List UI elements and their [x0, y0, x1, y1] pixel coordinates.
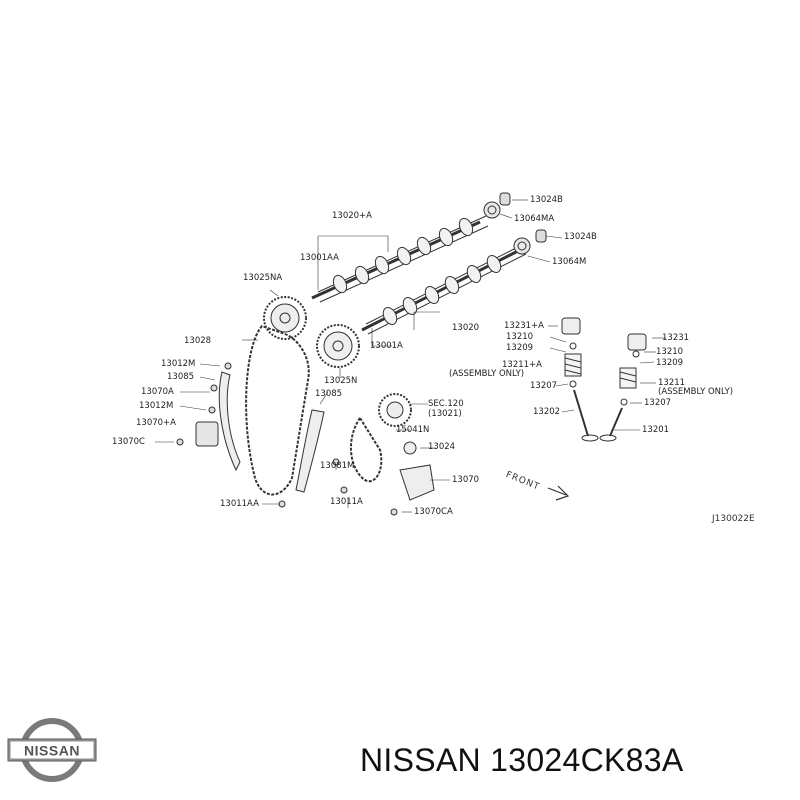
part-label-13012M: 13012M	[161, 359, 196, 369]
timing-chain-secondary	[349, 416, 383, 483]
cam-sprocket-lower	[316, 324, 360, 368]
part-label-13064MA: 13064MA	[514, 214, 555, 224]
secondary-sprocket	[378, 393, 412, 427]
part-label-13024B: 13024B	[530, 195, 563, 205]
part-label-13081M: 13081M	[320, 461, 355, 471]
part-label-13024: 13024	[428, 442, 456, 452]
part-label-13209: 13209	[506, 343, 534, 353]
nissan-logo: NISSAN	[7, 718, 97, 782]
part-label-13020A: 13020+A	[332, 211, 372, 221]
part-label-13210-second: 13210	[656, 347, 684, 357]
part-label-13064M: 13064M	[552, 257, 587, 267]
part-label-13085: 13085	[167, 372, 195, 382]
part-label-13001A: 13001A	[370, 341, 403, 351]
part-label-13207: 13207	[530, 381, 558, 391]
part-label-13070A: 13070A	[141, 387, 174, 397]
chain-guide-right	[295, 409, 325, 493]
chain-tensioner	[195, 421, 219, 447]
part-label-assembly-only-a: (ASSEMBLY ONLY)	[449, 369, 525, 379]
part-label-13211: 13211	[658, 378, 686, 388]
logo-wordmark: NISSAN	[24, 743, 80, 759]
part-label-13020: 13020	[452, 323, 480, 333]
secondary-tensioner	[399, 464, 435, 501]
part-label-13231: 13231	[662, 333, 690, 343]
part-label-13070: 13070	[452, 475, 480, 485]
chain-guide-left	[218, 371, 241, 472]
valve-assembly-a	[561, 317, 599, 442]
part-label-13012M-second: 13012M	[139, 401, 174, 411]
part-label-13231A: 13231+A	[504, 321, 544, 331]
part-label-assembly-only-b: (ASSEMBLY ONLY)	[658, 387, 734, 397]
valve-assembly-b	[599, 333, 647, 442]
part-label-13001AA: 13001AA	[300, 253, 339, 263]
part-label-13025NA: 13025NA	[243, 273, 283, 283]
camshaft-upper	[311, 192, 511, 303]
part-label-13011AA: 13011AA	[220, 499, 259, 509]
part-label-13207-second: 13207	[644, 398, 672, 408]
front-arrow-icon	[547, 485, 570, 501]
part-label-13070CA: 13070CA	[414, 507, 453, 517]
part-label-15041N: 15041N	[396, 425, 430, 435]
part-label-13209-second: 13209	[656, 358, 684, 368]
part-label-13211A: 13211+A	[502, 360, 542, 370]
part-label-13210: 13210	[506, 332, 534, 342]
part-label-sec120: SEC.120	[428, 399, 464, 409]
part-label-13202: 13202	[533, 407, 561, 417]
camshaft-lower	[361, 229, 547, 335]
timing-chain-primary	[245, 324, 310, 496]
part-label-13025N: 13025N	[324, 376, 358, 386]
part-label-13024B-lower: 13024B	[564, 232, 597, 242]
part-label-13028: 13028	[184, 336, 212, 346]
part-label-13021: (13021)	[428, 409, 462, 419]
part-label-13070C: 13070C	[112, 437, 145, 447]
part-label-13070A-plus: 13070+A	[136, 418, 176, 428]
part-number-caption: NISSAN 13024CK83A	[360, 742, 684, 778]
part-label-13201: 13201	[642, 425, 670, 435]
drawing-code: J130022E	[712, 514, 755, 524]
part-label-13011A: 13011A	[330, 497, 363, 507]
part-label-13085-second: 13085	[315, 389, 343, 399]
cam-sprocket-upper	[263, 296, 307, 340]
